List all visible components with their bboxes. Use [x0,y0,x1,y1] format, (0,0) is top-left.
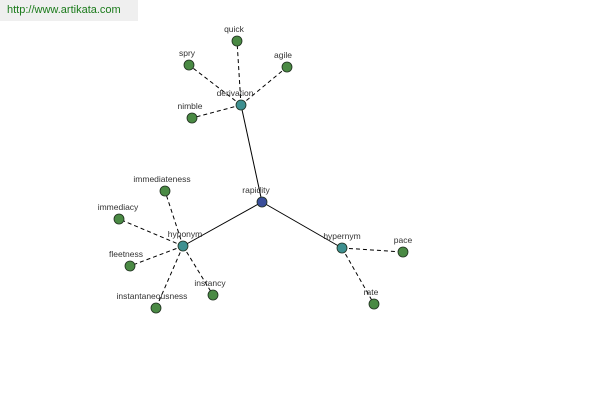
label-derivation: derivation [217,88,254,98]
node-spry[interactable] [183,59,195,71]
edge-derivation-agile [240,66,288,106]
edge-derivation-quick [236,40,242,106]
edge-derivation-spry [188,64,242,106]
label-rapidity: rapidity [242,185,270,195]
site-url-link[interactable]: http://www.artikata.com [7,4,121,16]
node-pace[interactable] [397,246,409,258]
edge-derivation-nimble [191,104,242,119]
label-pace: pace [394,235,413,245]
node-instantaneousness[interactable] [150,302,162,314]
node-hypernym[interactable] [336,242,348,254]
node-hyponym[interactable] [177,240,189,252]
label-immediacy: immediacy [98,202,139,212]
label-hyponym: hyponym [168,229,203,239]
label-instancy: instancy [194,278,226,288]
nodes-layer [113,35,409,314]
edge-hyponym-instantaneousness [155,245,184,309]
labels-layer: rapidity derivation quick spry agile nimble hy… [98,24,413,301]
node-instancy[interactable] [207,289,219,301]
node-immediateness[interactable] [159,185,171,197]
label-immediateness: immediateness [133,174,190,184]
edge-rapidity-derivation [240,104,263,203]
label-hypernym: hypernym [323,231,360,241]
edge-hypernym-rate [341,247,375,305]
edge-hyponym-immediacy [118,218,184,247]
node-immediacy[interactable] [113,213,125,225]
edge-hyponym-fleetness [129,245,184,267]
label-agile: agile [274,50,292,60]
node-agile[interactable] [281,61,293,73]
url-banner: http://www.artikata.com [0,0,138,21]
node-fleetness[interactable] [124,260,136,272]
edge-rapidity-hypernym [261,201,343,249]
label-instantaneousness: instantaneousness [117,291,188,301]
label-nimble: nimble [177,101,202,111]
label-spry: spry [179,48,196,58]
edge-rapidity-hyponym [182,201,263,247]
node-nimble[interactable] [186,112,198,124]
node-rate[interactable] [368,298,380,310]
node-derivation[interactable] [235,99,247,111]
label-rate: rate [364,287,379,297]
node-rapidity[interactable] [256,196,268,208]
edge-hyponym-instancy [182,245,214,296]
edge-hypernym-pace [341,247,404,253]
label-fleetness: fleetness [109,249,143,259]
node-quick[interactable] [231,35,243,47]
label-quick: quick [224,24,245,34]
edge-hyponym-immediateness [164,190,184,247]
edges-layer [118,40,404,309]
